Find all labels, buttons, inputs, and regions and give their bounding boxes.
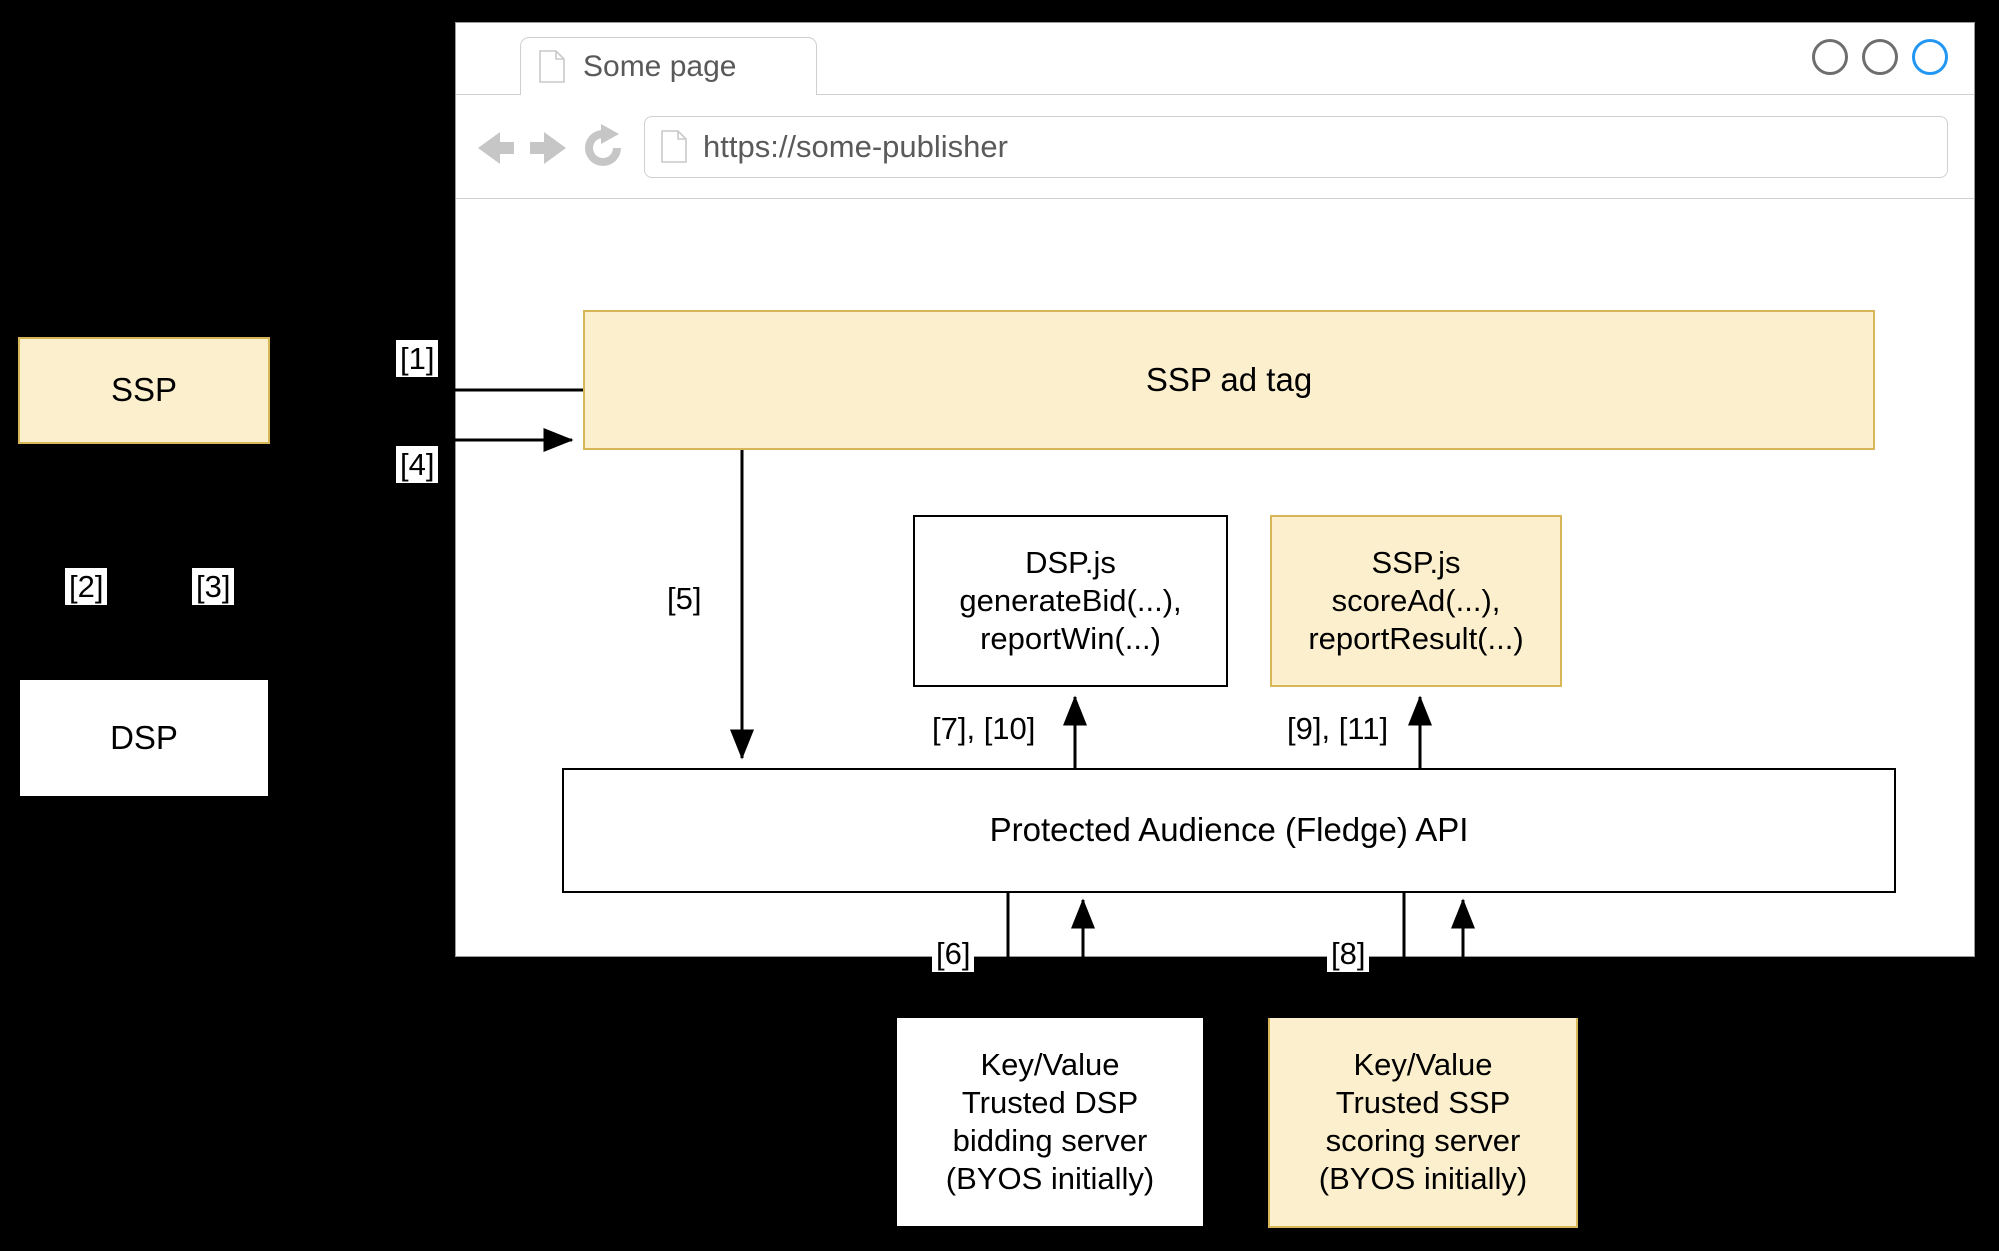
- window-control-close[interactable]: [1912, 39, 1948, 75]
- dsp-js-box[interactable]: DSP.js generateBid(...), reportWin(...): [913, 515, 1228, 687]
- kv-ssp-label: Key/Value Trusted SSP scoring server (BY…: [1318, 1047, 1528, 1196]
- window-controls: [1812, 39, 1948, 75]
- step-label-7-10: [7], [10]: [928, 710, 1040, 747]
- backdrop-mask-bottom: [0, 958, 1999, 1018]
- dsp-box[interactable]: DSP: [18, 678, 270, 798]
- document-icon: [661, 130, 687, 163]
- window-control-maximize[interactable]: [1862, 39, 1898, 75]
- browser-tab-title: Some page: [583, 49, 737, 83]
- ssp-box[interactable]: SSP: [18, 337, 270, 444]
- key-value-trusted-ssp-scoring-server-box[interactable]: Key/Value Trusted SSP scoring server (BY…: [1268, 1016, 1578, 1228]
- step-label-4: [4]: [396, 446, 439, 483]
- kv-dsp-label: Key/Value Trusted DSP bidding server (BY…: [945, 1047, 1155, 1196]
- browser-tab[interactable]: Some page: [520, 37, 817, 95]
- browser-tab-strip: Some page: [456, 23, 1974, 95]
- ssp-js-label: SSP.js scoreAd(...), reportResult(...): [1308, 545, 1524, 656]
- backdrop-mask-gap: [1205, 958, 1268, 1018]
- back-arrow-icon[interactable]: [468, 120, 522, 174]
- ssp-ad-tag-box[interactable]: SSP ad tag: [583, 310, 1875, 450]
- forward-arrow-icon[interactable]: [522, 120, 576, 174]
- reload-icon[interactable]: [576, 120, 630, 174]
- ssp-js-box[interactable]: SSP.js scoreAd(...), reportResult(...): [1270, 515, 1562, 687]
- step-label-9-11: [9], [11]: [1283, 710, 1393, 747]
- key-value-trusted-dsp-bidding-server-box[interactable]: Key/Value Trusted DSP bidding server (BY…: [895, 1016, 1205, 1228]
- step-label-3: [3]: [192, 568, 235, 605]
- step-label-2: [2]: [65, 568, 108, 605]
- step-label-6: [6]: [932, 935, 975, 972]
- step-label-1: [1]: [396, 340, 439, 377]
- document-icon: [539, 50, 565, 83]
- step-label-5: [5]: [663, 580, 706, 617]
- dsp-js-label: DSP.js generateBid(...), reportWin(...): [959, 545, 1182, 656]
- url-bar[interactable]: https://some-publisher: [644, 115, 1948, 178]
- url-text: https://some-publisher: [703, 128, 1008, 164]
- protected-audience-api-box[interactable]: Protected Audience (Fledge) API: [562, 768, 1896, 893]
- window-control-minimize[interactable]: [1812, 39, 1848, 75]
- browser-toolbar: https://some-publisher: [456, 95, 1974, 199]
- step-label-8: [8]: [1327, 935, 1370, 972]
